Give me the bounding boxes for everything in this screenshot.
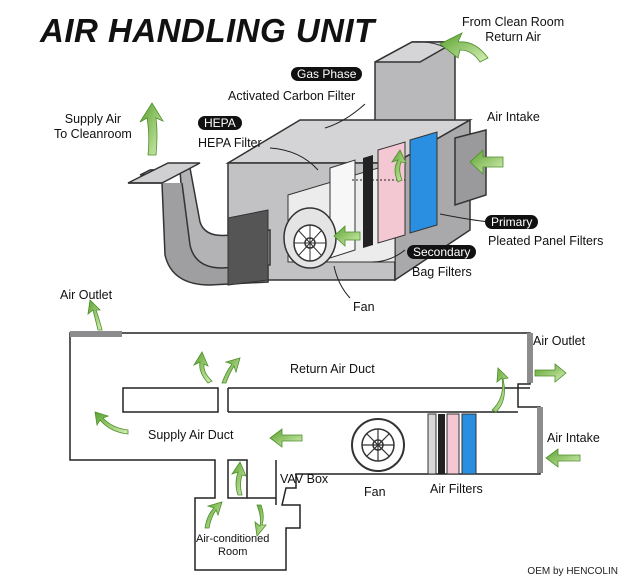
label-vav-box: VAV Box [280,472,329,486]
label-bag-filters: Bag Filters [412,265,472,279]
arrow-return-1 [192,351,213,384]
arrow-bag-filter [391,149,407,183]
arrow-return-2 [221,357,241,384]
arrow-vav-2 [254,504,267,537]
schematic-outline [69,332,541,571]
diagram-title: AIR HANDLING UNIT [40,12,375,49]
arrow-intake-top [469,149,504,175]
air-intake-cap [537,407,543,473]
arrow-supply-2 [269,428,303,448]
ahu-3d-unit [127,41,487,286]
label-air-outlet-right: Air Outlet [533,334,586,348]
label-activated-carbon-filter: Activated Carbon Filter [228,89,356,103]
label-supply-air-duct: Supply Air Duct [148,428,234,442]
arrow-inner [333,225,361,247]
label-supply-air: Supply Air To Cleanroom [54,112,132,141]
arrow-outlet-right [534,363,567,383]
label-air-intake-bottom: Air Intake [547,431,600,445]
air-outlet-right-cap [527,333,533,383]
tag-gas-phase: Gas Phase [291,67,363,81]
label-air-intake-top: Air Intake [487,110,540,124]
label-air-outlet-left: Air Outlet [60,288,113,302]
arrow-vav-1 [231,461,247,496]
arrow-return-3 [491,367,509,413]
air-outlet-left-cap [70,331,122,337]
arrow-outlet-left [87,299,103,331]
fan-3d [283,207,337,269]
label-fan-bottom: Fan [364,485,386,499]
air-intake-stub [454,129,487,207]
air-filters-schematic [427,413,477,475]
label-return-air-duct: Return Air Duct [290,362,375,376]
arrow-supply-out [139,102,164,156]
arrow-return-air-in [439,32,489,63]
label-fan-top: Fan [353,300,375,314]
label-hepa-filter: HEPA Filter [198,136,262,150]
label-air-conditioned-room: Air-conditioned Room [196,533,270,558]
label-air-filters: Air Filters [430,482,483,496]
arrow-room [204,501,223,529]
carbon-filter-panel [363,155,373,248]
fan-schematic [351,418,405,472]
credit-text: OEM by HENCOLIN [527,566,618,577]
label-from-clean-room: From Clean Room Return Air [462,15,565,44]
tag-primary: Primary [485,215,539,229]
arrow-intake-bottom [545,448,581,468]
arrow-supply-1 [94,411,129,435]
tag-hepa: HEPA [198,116,242,130]
tag-secondary: Secondary [407,245,477,259]
airflow-arrows [87,32,581,537]
pleated-filter-panel [409,131,438,234]
label-pleated-panel-filters: Pleated Panel Filters [488,234,604,248]
